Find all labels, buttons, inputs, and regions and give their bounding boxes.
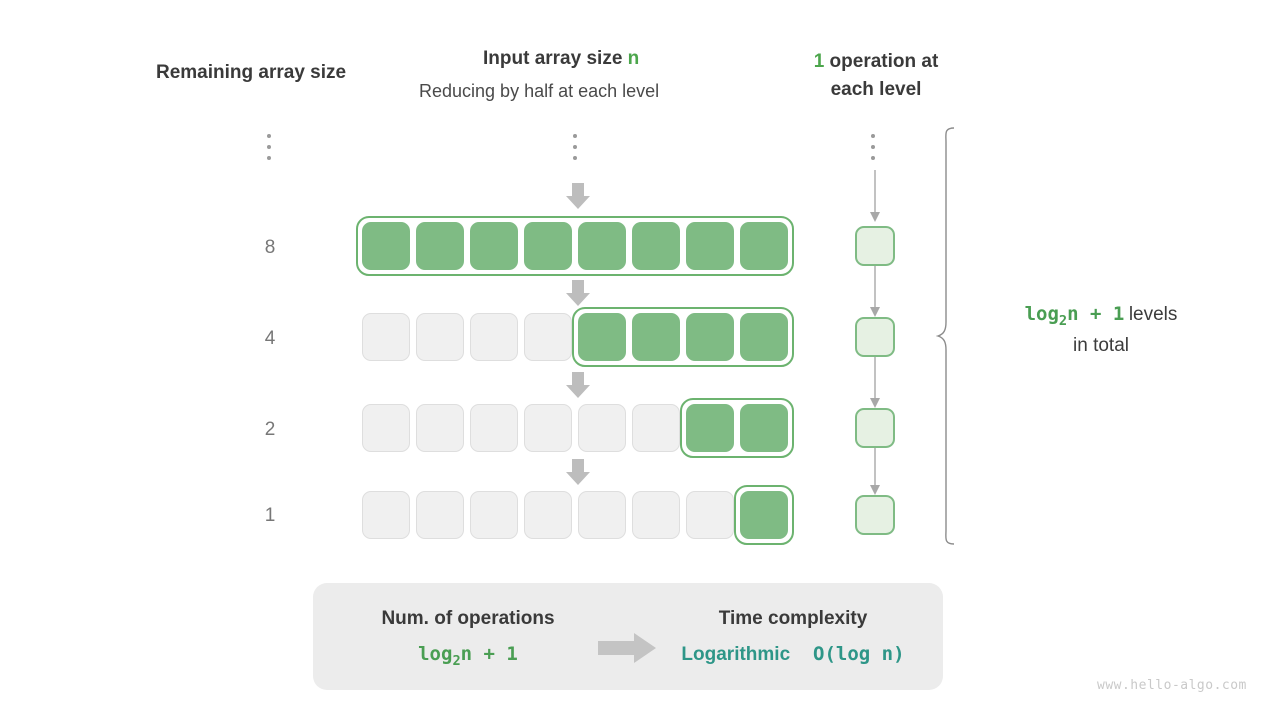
header-input-array-size-accent: n [627,48,640,69]
array-cell-inactive [578,404,626,452]
array-cell-inactive [470,491,518,539]
summary-operations-title: Num. of operations [381,608,555,629]
array-cell-active [740,222,788,270]
array-cell-active [740,404,788,452]
array-cell-inactive [632,491,680,539]
header-input-array-size-text: Input array size [483,48,628,69]
array-cell-inactive [524,491,572,539]
array-cell-active [416,222,464,270]
array-cell-inactive [362,491,410,539]
array-cell-active [578,313,626,361]
array-cell-active [632,222,680,270]
array-cell-inactive [362,313,410,361]
down-arrow-icon-1 [563,181,593,211]
active-subarray-outline [734,485,794,545]
array-cell-inactive [362,404,410,452]
summary-panel: Num. of operations log2n + 1 Time comple… [313,583,943,690]
array-cell-active [740,491,788,539]
operation-box [855,317,895,357]
array-cell-inactive [416,313,464,361]
levels-brace-icon [935,126,962,551]
summary-operations-column: Num. of operations log2n + 1 [318,608,618,669]
array-cell-active [740,313,788,361]
summary-right-arrow-icon [596,631,660,665]
watermark: www.hello-algo.com [1097,678,1247,693]
summary-complexity-column: Time complexity Logarithmic O(log n) [643,608,943,666]
levels-formula: log2n + 1 [1024,303,1125,329]
array-cell-inactive [470,313,518,361]
array-cell-active [362,222,410,270]
array-cell-inactive [416,491,464,539]
header-operations-text: operation at each level [824,51,939,100]
operation-box [855,495,895,535]
ellipsis-right-icon [871,134,877,167]
ellipsis-middle-icon [573,134,579,167]
operation-connector-arrow [868,170,882,224]
ellipsis-left-icon [267,134,273,167]
array-cell-inactive [470,404,518,452]
array-cell-active [686,222,734,270]
array-cell-active [578,222,626,270]
active-subarray-outline [572,307,794,367]
array-cell-active [686,313,734,361]
array-cell-inactive [416,404,464,452]
header-operations-per-level: 1 operation at each level [796,48,956,103]
array-cell-inactive [524,313,572,361]
row-label-8: 8 [264,237,276,258]
active-subarray-outline [356,216,794,276]
operation-box [855,408,895,448]
levels-formula-line: log2n + 1 levels [986,301,1216,332]
operation-box [855,226,895,266]
operation-connector-arrow [868,448,882,495]
header-operations-accent: 1 [813,51,825,72]
operation-connector-arrow [868,357,882,408]
levels-second-line: in total [1073,334,1129,356]
down-arrow-icon-4 [563,457,593,487]
operation-connector-arrow [868,266,882,317]
array-cell-active [470,222,518,270]
levels-annotation: log2n + 1 levels in total [986,301,1216,359]
row-label-2: 2 [264,419,276,440]
array-cell-inactive [632,404,680,452]
array-cell-active [524,222,572,270]
down-arrow-icon-2 [563,278,593,308]
array-cell-inactive [524,404,572,452]
summary-complexity-title: Time complexity [718,608,868,629]
header-remaining-array-size: Remaining array size [156,62,347,83]
row-label-1: 1 [264,505,276,526]
levels-suffix: levels [1128,304,1178,325]
summary-complexity-value: Logarithmic O(log n) [643,643,943,666]
array-cell-inactive [686,491,734,539]
header-input-array-size: Input array size n [483,48,639,70]
array-cell-active [632,313,680,361]
summary-complexity-notation: O(log n) [813,643,905,665]
array-cell-active [686,404,734,452]
active-subarray-outline [680,398,794,458]
summary-complexity-word: Logarithmic [681,644,791,665]
header-input-array-subtitle: Reducing by half at each level [419,81,660,101]
array-cell-inactive [578,491,626,539]
down-arrow-icon-3 [563,370,593,400]
summary-operations-formula: log2n + 1 [418,643,518,669]
row-label-4: 4 [264,328,276,349]
